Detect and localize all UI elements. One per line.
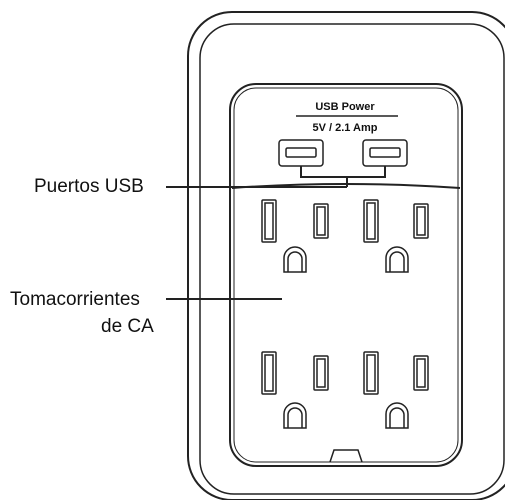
outlet-body — [229, 83, 463, 467]
ac-outlet-top-right — [363, 199, 429, 273]
usb-panel-title: USB Power — [315, 101, 375, 113]
ac-outlet-bottom-left — [261, 351, 329, 429]
usb-port-left — [278, 139, 324, 167]
ac-outlets-label-line1: Tomacorrientes — [10, 289, 140, 310]
usb-panel-rating: 5V / 2.1 Amp — [312, 122, 377, 134]
usb-port-right — [362, 139, 408, 167]
ac-outlets-label-line2: de CA — [101, 316, 154, 337]
faceplate — [187, 11, 505, 500]
ac-outlet-top-left — [261, 199, 329, 273]
usb-ports-label: Puertos USB — [34, 176, 144, 197]
usb-panel: USB Power 5V / 2.1 Amp — [296, 101, 398, 134]
usb-callout-leader — [166, 166, 386, 188]
ac-outlet-bottom-right — [363, 351, 429, 429]
